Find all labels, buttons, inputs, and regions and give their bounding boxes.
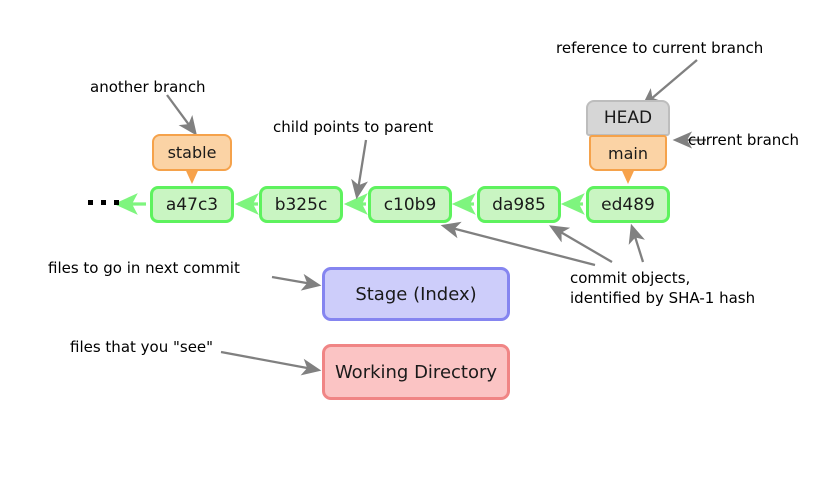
commit-node-c10b9[interactable]: c10b9 [368, 186, 452, 223]
annotation-child-points-to-parent: child points to parent [273, 118, 434, 136]
working-directory-box[interactable]: Working Directory [322, 344, 510, 400]
commit-node-da985[interactable]: da985 [477, 186, 561, 223]
stage-index-box[interactable]: Stage (Index) [322, 267, 510, 321]
commit-node-a47c3[interactable]: a47c3 [150, 186, 234, 223]
commit-node-ed489[interactable]: ed489 [586, 186, 670, 223]
annotation-commit-objects: commit objects, identified by SHA-1 hash [570, 268, 755, 308]
ellipsis-dot [114, 200, 119, 205]
annotation-files-you-see: files that you "see" [70, 338, 214, 356]
ellipsis-more-commits [88, 200, 119, 205]
annotation-reference-to-current-branch: reference to current branch [556, 39, 764, 57]
branch-label-stable[interactable]: stable [152, 134, 232, 171]
annotation-another-branch: another branch [90, 78, 206, 96]
branch-label-main[interactable]: main [589, 135, 667, 171]
annotation-current-branch: current branch [688, 131, 800, 149]
commit-node-b325c[interactable]: b325c [259, 186, 343, 223]
head-pointer-box[interactable]: HEAD [586, 100, 670, 136]
annotation-commit-objects-line2: identified by SHA-1 hash [570, 289, 756, 307]
ellipsis-dot [88, 200, 93, 205]
ellipsis-dot [101, 200, 106, 205]
annotation-files-next-commit: files to go in next commit [48, 259, 240, 277]
annotation-commit-objects-line1: commit objects, [570, 269, 691, 287]
branch-pointer-arrows [181, 161, 639, 184]
